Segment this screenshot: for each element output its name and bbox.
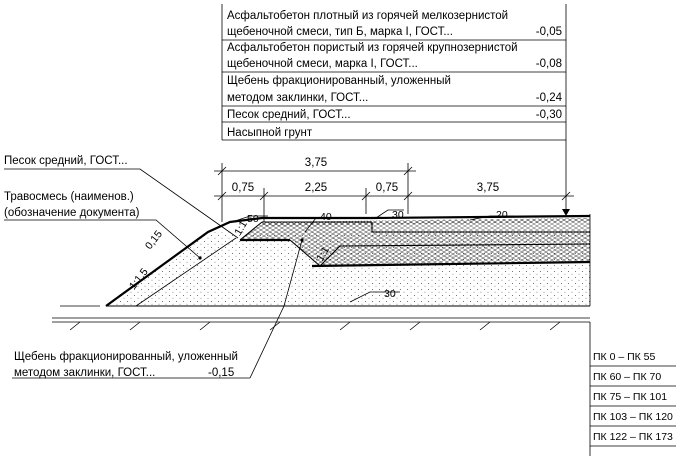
dimension-segment-1: 0,75 bbox=[232, 182, 254, 194]
callout-30-bottom: 30 bbox=[384, 288, 396, 300]
callout-50: 50 bbox=[247, 213, 259, 225]
pk-table: ПК 0 – ПК 55 ПК 60 – ПК 70 ПК 75 – ПК 10… bbox=[589, 322, 676, 456]
callout-30-top: 30 bbox=[392, 209, 404, 221]
pk-row-4: ПК 103 – ПК 120 bbox=[593, 411, 673, 423]
layer-3-thickness: -0,24 bbox=[536, 92, 563, 104]
cross-section bbox=[52, 214, 591, 331]
layer-3-name-line1: Щебень фракционированный, уложенный bbox=[227, 75, 451, 87]
label-grass-mix: Травосмесь (наименов.) bbox=[4, 191, 134, 203]
layer-2-name-line2: щебеночной смеси, марка I, ГОСТ... bbox=[227, 58, 418, 70]
dimensions: 3,75 0,75 2,25 0,75 3,75 bbox=[214, 157, 574, 222]
layer-4-name: Песок средний, ГОСТ... bbox=[227, 109, 351, 121]
layer-2-thickness: -0,08 bbox=[536, 58, 562, 70]
slope-thickness: 0,15 bbox=[143, 228, 165, 252]
layer-1-thickness: -0,05 bbox=[536, 26, 562, 38]
layer-4-thickness: -0,30 bbox=[536, 109, 562, 121]
pk-row-2: ПК 60 – ПК 70 bbox=[593, 371, 661, 383]
pk-row-1: ПК 0 – ПК 55 bbox=[593, 351, 656, 363]
dimension-top-total: 3,75 bbox=[305, 157, 327, 169]
pk-row-5: ПК 122 – ПК 173 bbox=[593, 431, 673, 443]
label-sand: Песок средний, ГОСТ... bbox=[4, 155, 128, 167]
bottom-note-value: -0,15 bbox=[208, 367, 234, 379]
dimension-segment-4: 3,75 bbox=[477, 182, 499, 194]
dimension-segment-3: 0,75 bbox=[376, 182, 398, 194]
elevation-marker-icon bbox=[562, 209, 570, 216]
callout-40: 40 bbox=[320, 211, 332, 223]
layer-2-name-line1: Асфальтобетон пористый из горячей крупно… bbox=[227, 42, 518, 54]
dimension-segment-2: 2,25 bbox=[305, 182, 327, 194]
bottom-note-line2: методом заклинки, ГОСТ... bbox=[14, 367, 155, 379]
label-grass-doc: (обозначение документа) bbox=[4, 207, 140, 219]
layer-1-name-line1: Асфальтобетон плотный из горячей мелкозе… bbox=[227, 10, 508, 22]
bottom-note: Щебень фракционированный, уложенный мето… bbox=[12, 238, 304, 379]
layer-legend: Асфальтобетон плотный из горячей мелкозе… bbox=[221, 4, 567, 214]
pk-row-3: ПК 75 – ПК 101 bbox=[593, 391, 667, 403]
bottom-note-line1: Щебень фракционированный, уложенный bbox=[14, 351, 238, 363]
layer-5-name: Насыпной грунт bbox=[227, 127, 313, 139]
layer-3-name-line2: методом заклинки, ГОСТ... bbox=[227, 92, 368, 104]
layer-1-name-line2: щебеночной смеси, тип Б, марка I, ГОСТ..… bbox=[227, 26, 453, 38]
callout-20: 20 bbox=[496, 209, 508, 221]
